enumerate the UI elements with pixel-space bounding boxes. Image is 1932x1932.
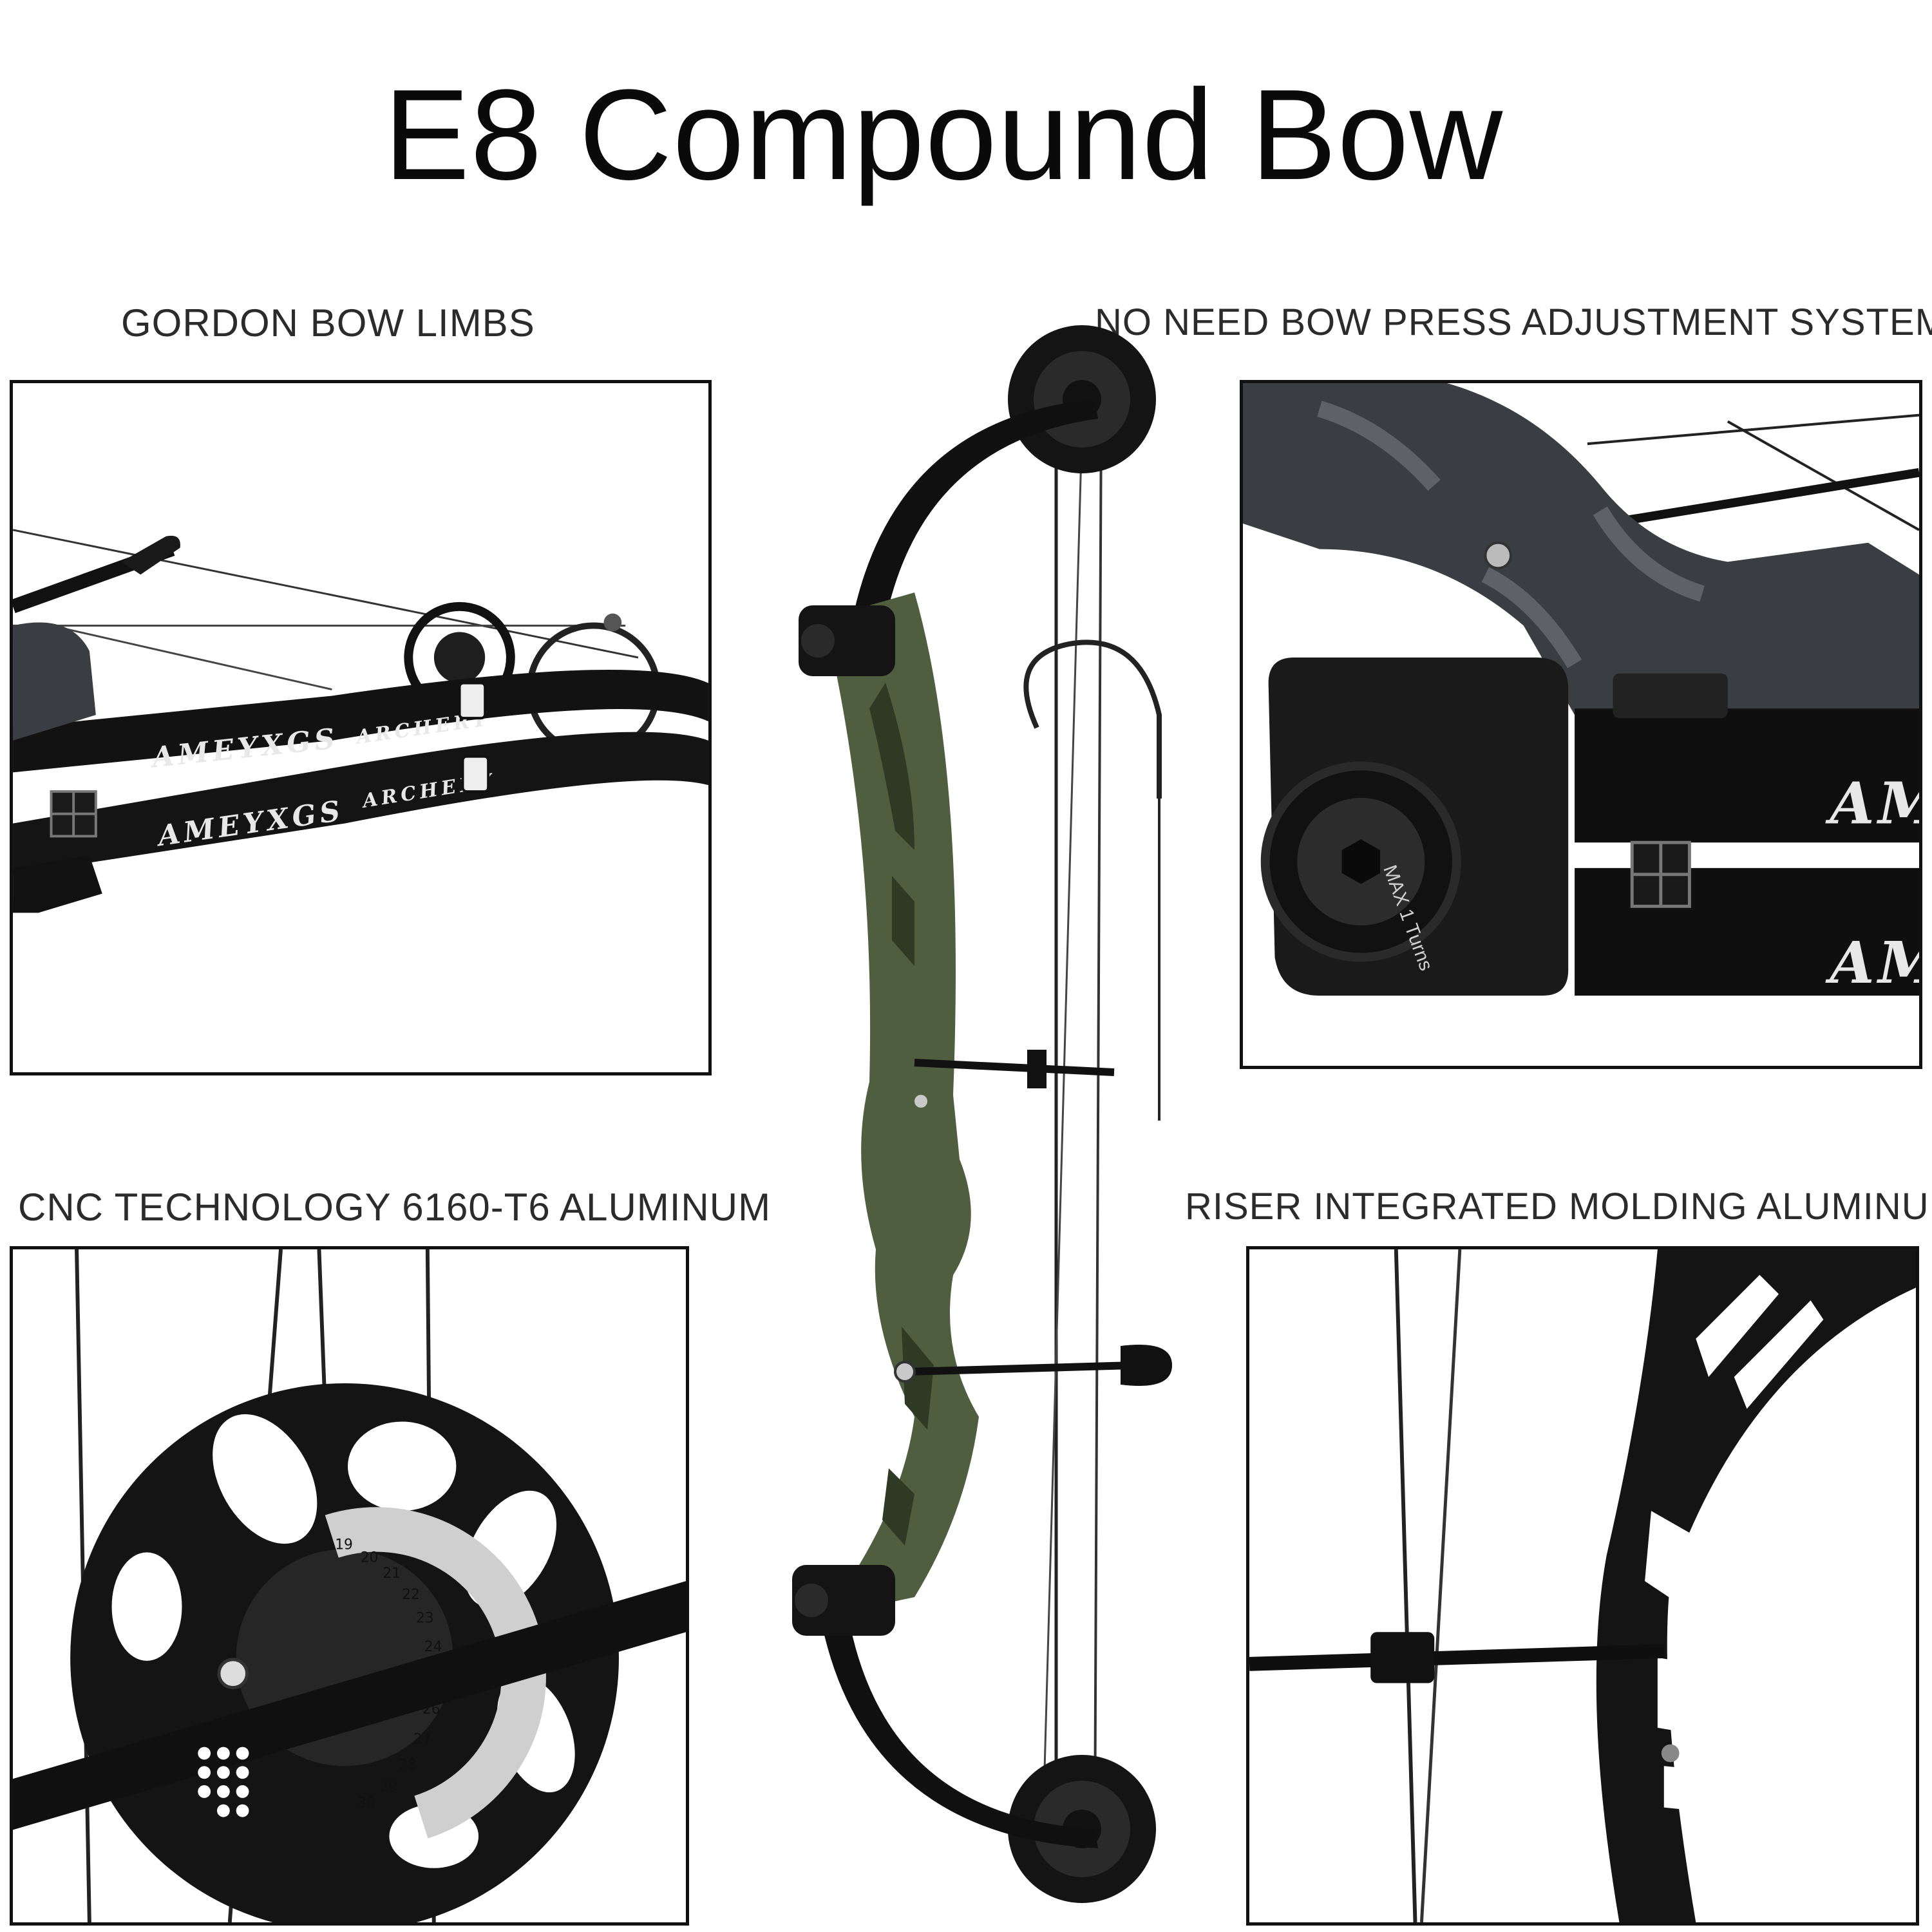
limbs-closeup-image: AMEYXGS ARCHERY AMEYXGS ARCHERY [13,529,708,913]
limb-pocket-closeup-image: MAX 1 Turns AM AM [1243,383,1919,997]
panel-gordon-bow-limbs: AMEYXGS ARCHERY AMEYXGS ARCHERY [10,380,712,1075]
dial-mark: 27 [413,1732,431,1748]
caption-gordon-bow-limbs: GORDON BOW LIMBS [121,301,535,345]
page-title: E8 Compound Bow [383,63,1504,207]
dial-mark: 19 [335,1537,353,1553]
panel-riser-integrated [1246,1246,1919,1926]
riser-closeup-image [1249,1249,1916,1922]
dial-mark: 28 [399,1757,417,1773]
draw-length-dial: 19 20 21 22 23 24 25 26 27 28 29 30 [335,1537,444,1812]
dial-mark: 29 [380,1779,398,1795]
caption-no-need-bow-press: NO NEED BOW PRESS ADJUSTMENT SYSTEMS [1095,301,1932,343]
limb-brand-text-lower: AM [1825,929,1919,997]
dial-mark: 20 [361,1549,379,1566]
dial-mark: 30 [357,1795,375,1812]
dial-mark: 23 [416,1610,434,1626]
caption-riser-integrated: RISER INTEGRATED MOLDING ALUMINUM [1185,1186,1932,1227]
cam-closeup-image: 19 20 21 22 23 24 25 26 27 28 29 30 [13,1249,686,1922]
compound-bow-main-image [721,322,1211,1919]
panel-no-need-bow-press: MAX 1 Turns AM AM [1240,380,1922,1069]
caption-cnc-technology: CNC TECHNOLOGY 6160-T6 ALUMINUM [18,1186,772,1229]
dial-mark: 21 [383,1566,401,1582]
panel-cnc-technology: 19 20 21 22 23 24 25 26 27 28 29 30 [10,1246,689,1926]
dial-mark: 22 [402,1587,420,1603]
dial-mark: 24 [424,1639,442,1655]
limb-brand-text-upper: AM [1825,770,1919,838]
